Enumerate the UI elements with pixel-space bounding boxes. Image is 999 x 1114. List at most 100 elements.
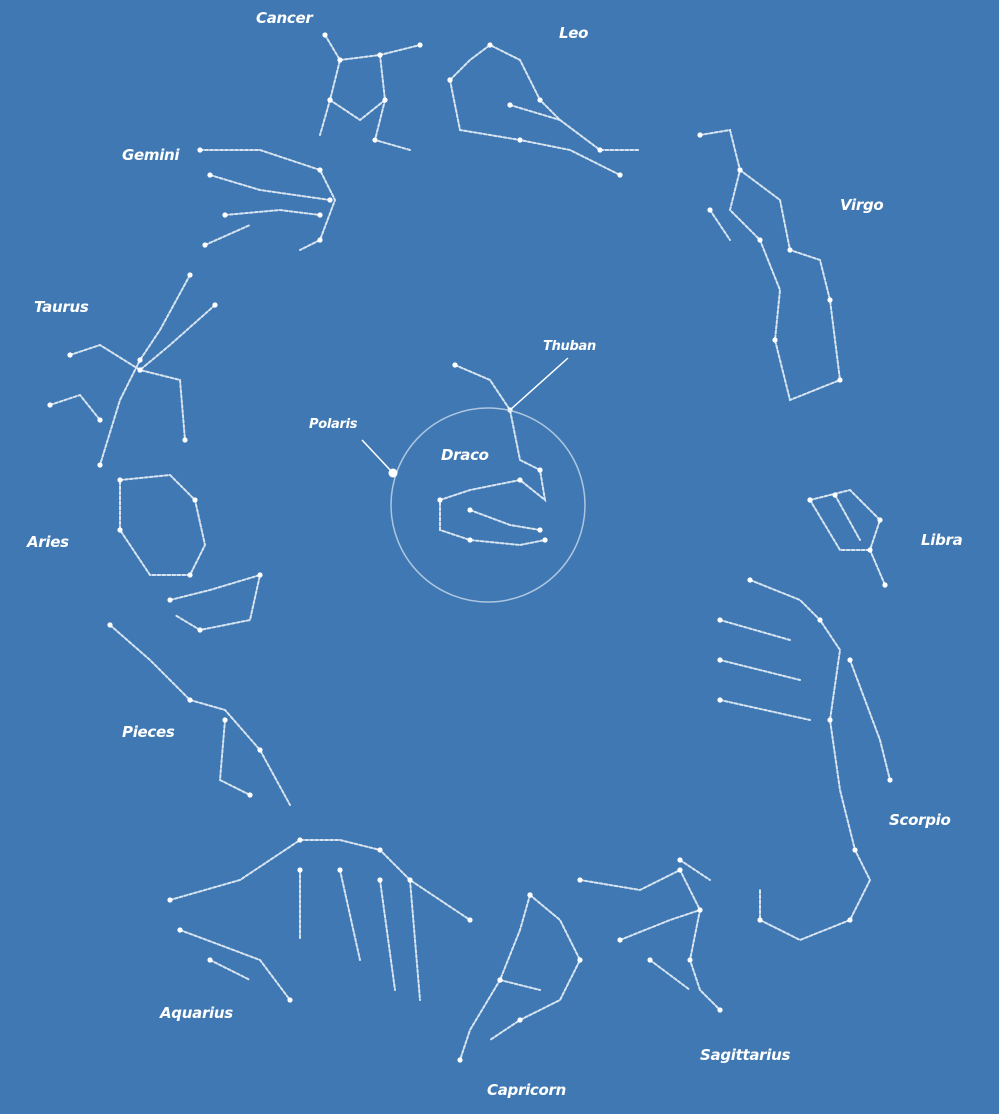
- libra-star: [832, 492, 838, 498]
- draco-star: [542, 537, 548, 543]
- virgo-figure-line: [699, 128, 841, 402]
- taurus-figure-line: [49, 393, 101, 421]
- sagittarius-star: [677, 857, 683, 863]
- label-scorpio: Scorpio: [889, 811, 951, 829]
- pieces-star: [187, 697, 193, 703]
- scorpio-star: [757, 917, 763, 923]
- libra-star: [807, 497, 813, 503]
- scorpio-star: [717, 657, 723, 663]
- label-aries: Aries: [27, 533, 69, 551]
- aquarius-star: [407, 877, 413, 883]
- aquarius-star: [377, 877, 383, 883]
- virgo-star: [757, 237, 763, 243]
- taurus-figure-line: [99, 274, 191, 466]
- gemini-star: [222, 212, 228, 218]
- aquarius-star: [287, 997, 293, 1003]
- polar-circle: [390, 407, 586, 603]
- pieces-figure-line: [109, 624, 291, 806]
- label-virgo: Virgo: [840, 196, 884, 214]
- taurus-figure-line: [139, 304, 216, 371]
- draco-figure-line: [469, 509, 541, 531]
- aquarius-figure-line: [379, 879, 396, 991]
- aries-figure-line: [169, 573, 262, 632]
- aquarius-star: [297, 867, 303, 873]
- sagittarius-star: [577, 877, 583, 883]
- aquarius-star: [377, 847, 383, 853]
- scorpio-figure-line: [719, 659, 801, 681]
- libra-figure-line: [834, 494, 861, 541]
- cancer-figure-line: [329, 99, 386, 122]
- aquarius-star: [177, 927, 183, 933]
- scorpio-figure-line: [719, 619, 791, 641]
- label-libra: Libra: [921, 531, 963, 549]
- leo-star: [487, 42, 493, 48]
- aquarius-star: [167, 897, 173, 903]
- leo-star: [537, 97, 543, 103]
- label-sagittarius: Sagittarius: [700, 1046, 791, 1064]
- aries-star: [117, 477, 123, 483]
- sagittarius-star: [717, 1007, 723, 1013]
- libra-figure-line: [809, 488, 886, 586]
- libra-figure-line: [809, 499, 871, 551]
- pieces-star: [107, 622, 113, 628]
- taurus-star: [97, 417, 103, 423]
- aquarius-figure-line: [179, 929, 291, 1001]
- aquarius-figure-line: [169, 839, 471, 921]
- label-cancer: Cancer: [256, 9, 313, 27]
- libra-star: [877, 517, 883, 523]
- sagittarius-star: [677, 867, 683, 873]
- draco-star: [517, 477, 523, 483]
- leo-star: [517, 137, 523, 143]
- capricorn-star: [497, 977, 503, 983]
- sagittarius-star: [647, 957, 653, 963]
- thuban-pointer: [509, 357, 569, 411]
- aquarius-star: [297, 837, 303, 843]
- taurus-star: [212, 302, 218, 308]
- pieces-figure-line: [218, 719, 251, 796]
- gemini-star: [317, 167, 323, 173]
- capricorn-star: [527, 892, 533, 898]
- capricorn-star: [577, 957, 583, 963]
- label-leo: Leo: [559, 24, 589, 42]
- aries-star: [197, 627, 203, 633]
- virgo-star: [697, 132, 703, 138]
- scorpio-star: [817, 617, 823, 623]
- label-gemini: Gemini: [122, 146, 180, 164]
- leo-star: [617, 172, 623, 178]
- gemini-star: [197, 147, 203, 153]
- cancer-star: [337, 57, 343, 63]
- draco-star: [537, 527, 543, 533]
- virgo-star: [707, 207, 713, 213]
- virgo-star: [837, 377, 843, 383]
- scorpio-star: [747, 577, 753, 583]
- virgo-star: [787, 247, 793, 253]
- libra-star: [882, 582, 888, 588]
- pieces-star: [257, 747, 263, 753]
- leo-star: [447, 77, 453, 83]
- label-thuban: Thuban: [543, 339, 596, 354]
- sagittarius-figure-line: [679, 859, 711, 881]
- sagittarius-star: [687, 957, 693, 963]
- gemini-figure-line: [224, 208, 321, 216]
- sagittarius-star: [697, 907, 703, 913]
- cancer-figure-line: [319, 34, 342, 136]
- scorpio-star: [887, 777, 893, 783]
- scorpio-star: [717, 617, 723, 623]
- taurus-figure-line: [69, 343, 186, 441]
- label-draco: Draco: [441, 446, 489, 464]
- gemini-star: [317, 212, 323, 218]
- scorpio-star: [847, 657, 853, 663]
- aries-star: [192, 497, 198, 503]
- label-pieces: Pieces: [122, 723, 175, 741]
- cancer-star: [417, 42, 423, 48]
- polaris-star: [388, 468, 398, 478]
- virgo-star: [737, 167, 743, 173]
- sagittarius-figure-line: [579, 868, 721, 1011]
- aries-star: [187, 572, 193, 578]
- leo-figure-line: [449, 79, 621, 176]
- label-capricorn: Capricorn: [487, 1081, 566, 1099]
- virgo-figure-line: [709, 209, 731, 241]
- virgo-figure-line: [739, 169, 841, 381]
- libra-star: [867, 547, 873, 553]
